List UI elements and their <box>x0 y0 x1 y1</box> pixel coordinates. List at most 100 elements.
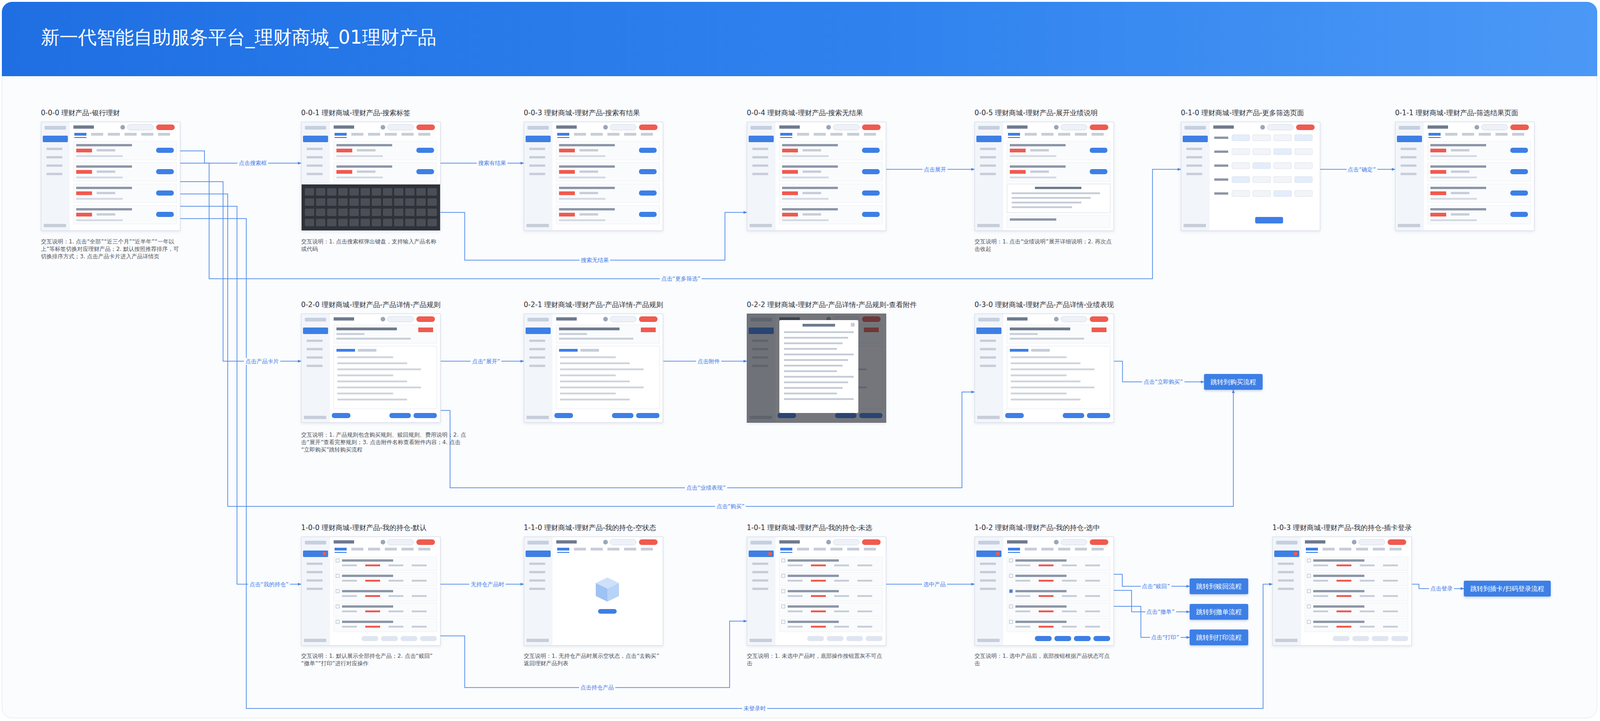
edge-label: 搜索有结果 <box>476 159 508 167</box>
edge-label: 点击“确定” <box>1346 165 1377 173</box>
flow-connector <box>180 151 302 164</box>
screen-card: 0-0-0 理财产品-银行理财 <box>40 107 181 231</box>
annotation-note: 交互说明：1. 默认展示全部持仓产品；2. 点击“赎回”“撤单”“打印”进行对应… <box>301 652 441 668</box>
screen-illustration <box>974 313 1114 423</box>
screen-card: 0-0-3 理财商城-理财产品-搜索有结果 <box>523 107 664 231</box>
screen-mockup <box>974 536 1114 646</box>
page-title: 新一代智能自助服务平台_理财商城_01理财产品 <box>40 25 437 50</box>
edge-label: 选中产品 <box>921 580 948 588</box>
screen-card: 0-0-1 理财商城-理财产品-搜索标签 <box>301 107 441 231</box>
annotation-note: 交互说明：1. 点击“全部”“近三个月”“近半年”“一年以上”等标签切换对应理财… <box>40 237 181 261</box>
screen-heading: 1-0-2 理财商城-理财产品-我的持仓-选中 <box>974 522 1114 534</box>
process-label: 跳转到撤单流程 <box>1196 607 1242 617</box>
screen-heading: 1-0-1 理财商城-理财产品-我的持仓-未选 <box>746 522 887 534</box>
screen-card: 0-0-4 理财商城-理财产品-搜索无结果 <box>746 107 887 231</box>
screen-illustration <box>523 313 664 423</box>
edge-label: 点击持仓产品 <box>579 684 616 692</box>
process-label: 跳转到插卡/扫码登录流程 <box>1470 584 1545 594</box>
screen-mockup <box>746 121 887 231</box>
process-label: 跳转到赎回流程 <box>1196 581 1242 592</box>
screen-mockup <box>746 536 887 646</box>
screen-card: 1-0-2 理财商城-理财产品-我的持仓-选中 <box>974 522 1114 646</box>
screen-card: 0-1-0 理财商城-理财产品-更多筛选页面 <box>1180 107 1321 231</box>
screen-card: 1-0-0 理财商城-理财产品-我的持仓-默认 <box>301 522 441 646</box>
edge-label: 点击“购买” <box>715 503 746 511</box>
screen-card: 1-1-0 理财商城-理财产品-我的持仓-空状态 <box>523 522 664 646</box>
flow-connector <box>1113 590 1190 613</box>
screen-illustration <box>523 121 664 231</box>
screen-mockup <box>974 121 1114 231</box>
screen-heading: 0-2-0 理财商城-理财产品-产品详情-产品规则 <box>301 299 441 310</box>
screen-mockup <box>746 313 887 423</box>
screen-illustration <box>974 536 1114 646</box>
screen-heading: 0-0-5 理财商城-理财产品-展开业绩说明 <box>974 107 1114 119</box>
edge-label: 无持仓产品时 <box>469 580 506 588</box>
screen-mockup <box>1180 121 1321 231</box>
screen-mockup <box>301 313 441 423</box>
process-label: 跳转到打印流程 <box>1196 632 1242 643</box>
edge-label: 点击登录 <box>1428 585 1455 593</box>
screen-illustration <box>746 313 887 423</box>
screen-card: 0-2-2 理财商城-理财产品-产品详情-产品规则-查看附件 <box>746 299 917 423</box>
annotation-note: 交互说明：1. 产品规则包含购买规则、赎回规则、费用说明；2. 点击“展开”查看… <box>301 431 469 454</box>
screen-heading: 0-1-1 理财商城-理财产品-筛选结果页面 <box>1395 107 1535 119</box>
screen-heading: 0-2-1 理财商城-理财产品-产品详情-产品规则 <box>523 299 664 310</box>
screen-heading: 0-0-1 理财商城-理财产品-搜索标签 <box>301 107 441 119</box>
annotation-note: 交互说明：1. 未选中产品时，底部操作按钮置灰不可点击 <box>746 652 887 668</box>
screen-card: 0-0-5 理财商城-理财产品-展开业绩说明 <box>974 107 1114 231</box>
process-box: 跳转到插卡/扫码登录流程 <box>1463 580 1551 597</box>
edge-label: 点击附件 <box>696 357 722 365</box>
flow-connector <box>180 194 1234 507</box>
screen-card: 0-3-0 理财商城-理财产品-产品详情-业绩表现 <box>974 299 1114 423</box>
edge-label: 未登录时 <box>742 705 768 713</box>
screen-heading: 0-3-0 理财商城-理财产品-产品详情-业绩表现 <box>974 299 1114 310</box>
flow-connector <box>440 212 747 261</box>
screen-heading: 1-0-0 理财商城-理财产品-我的持仓-默认 <box>301 522 441 534</box>
edge-label: 点击“业绩表现” <box>684 484 727 492</box>
edge-label: 点击“展开” <box>470 357 502 365</box>
process-box: 跳转到打印流程 <box>1189 629 1249 646</box>
process-box: 跳转到购买流程 <box>1204 374 1263 390</box>
edge-label: 点击“撤单” <box>1145 608 1176 616</box>
flow-connector <box>440 163 524 165</box>
edge-label: 搜索无结果 <box>579 256 611 264</box>
edge-label: 点击“更多筛选” <box>659 275 702 283</box>
annotation-note: 交互说明：1. 无持仓产品时展示空状态，点击“去购买”返回理财产品列表 <box>523 652 664 668</box>
edge-label: 点击“立即购买” <box>1142 378 1185 386</box>
edge-label: 点击“我的持仓” <box>248 580 290 588</box>
annotation-note: 交互说明：1. 点击搜索框弹出键盘，支持输入产品名称或代码 <box>301 237 441 253</box>
flow-connector <box>440 392 975 488</box>
screen-illustration <box>301 121 441 231</box>
screen-illustration <box>974 121 1114 231</box>
screen-illustration <box>523 536 664 646</box>
flow-connector <box>886 169 975 171</box>
screen-card: 1-0-1 理财商城-理财产品-我的持仓-未选 <box>746 522 887 646</box>
screen-mockup <box>40 121 181 231</box>
screen-mockup <box>523 536 664 646</box>
edge-label: 点击“赎回” <box>1140 583 1172 591</box>
screen-card: 0-1-1 理财商城-理财产品-筛选结果页面 <box>1395 107 1535 231</box>
flow-connector <box>440 361 524 363</box>
flow-connector <box>180 218 1273 710</box>
screen-heading: 0-0-3 理财商城-理财产品-搜索有结果 <box>523 107 664 119</box>
flow-connector <box>180 181 302 362</box>
screen-illustration <box>1395 121 1535 231</box>
title-bar: 新一代智能自助服务平台_理财商城_01理财产品 <box>1 1 1598 77</box>
screen-mockup <box>1272 536 1412 646</box>
screen-heading: 0-2-2 理财商城-理财产品-产品详情-产品规则-查看附件 <box>746 299 917 310</box>
screen-mockup <box>523 121 664 231</box>
flow-connector <box>1320 169 1396 171</box>
screen-heading: 0-1-0 理财商城-理财产品-更多筛选页面 <box>1180 107 1321 119</box>
flow-connector <box>1113 361 1205 383</box>
screen-mockup <box>301 536 441 646</box>
screen-illustration <box>746 536 887 646</box>
flow-connector <box>1113 574 1190 587</box>
screen-heading: 1-1-0 理财商城-理财产品-我的持仓-空状态 <box>523 522 664 534</box>
flow-connector <box>663 361 747 363</box>
screen-heading: 1-0-3 理财商城-理财产品-我的持仓-插卡登录 <box>1272 522 1412 534</box>
screen-heading: 0-0-0 理财产品-银行理财 <box>40 107 181 119</box>
screen-mockup <box>301 121 441 231</box>
